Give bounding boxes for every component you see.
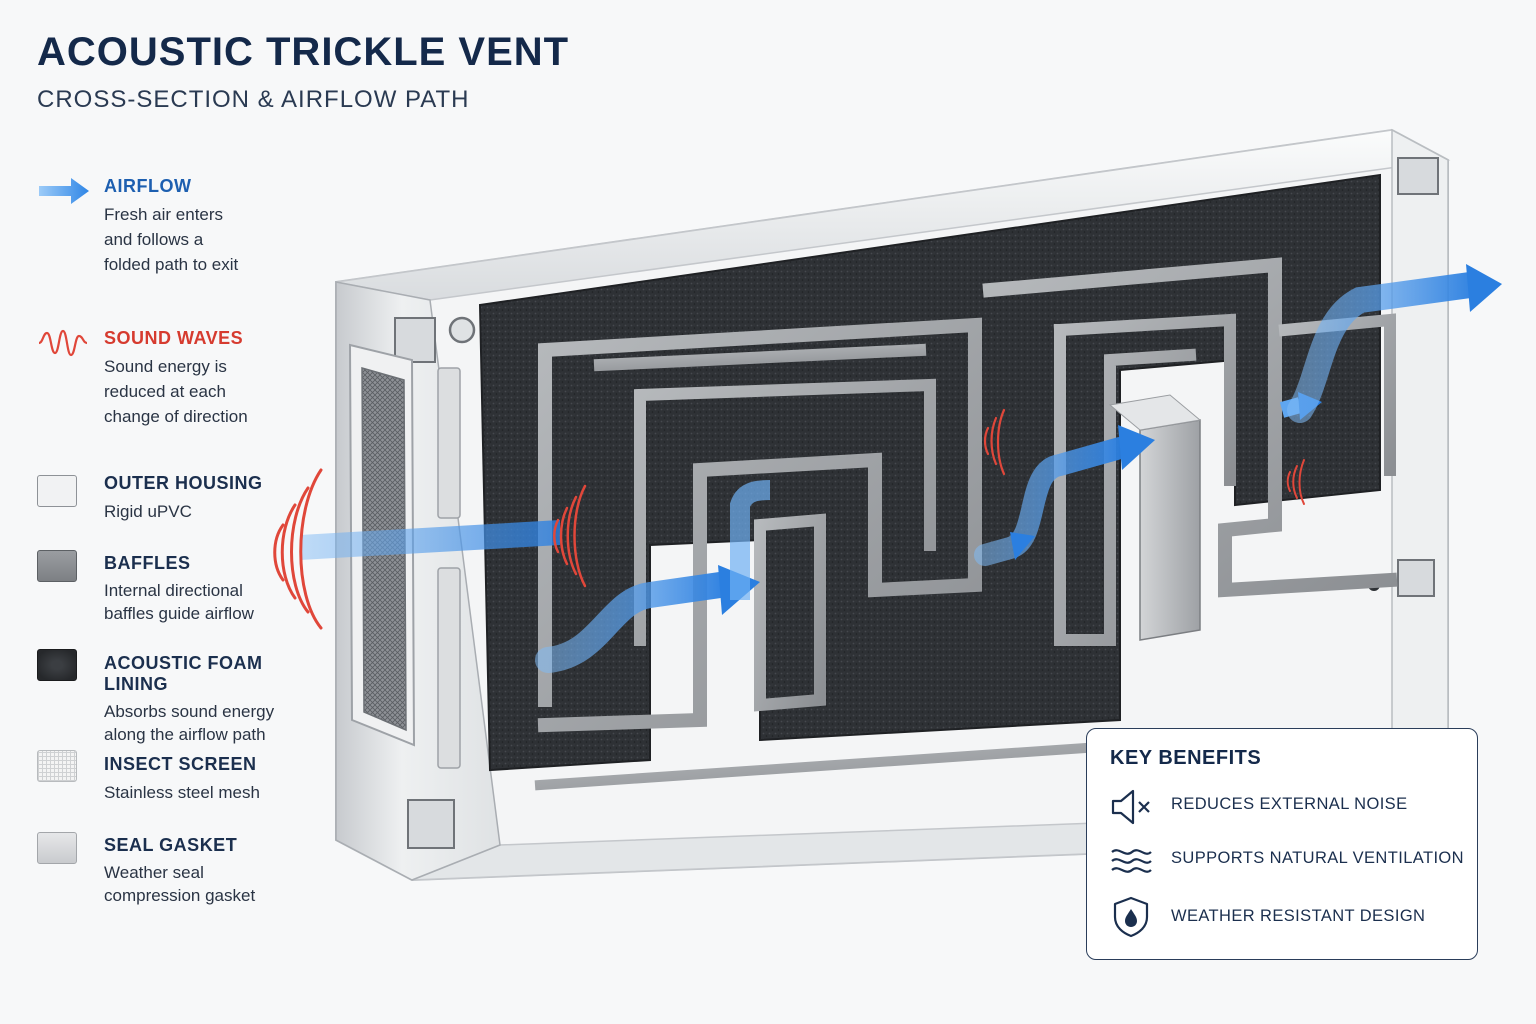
legend-airflow-name: AIRFLOW (104, 176, 192, 196)
legend-baffles-desc-2: baffles guide airflow (104, 604, 254, 623)
shield-drop-icon (1113, 896, 1149, 938)
seal-gasket (437, 367, 461, 769)
baffle-block (1108, 394, 1202, 641)
sound-waves (273, 408, 1305, 630)
legend-screen-name: INSECT SCREEN (104, 754, 257, 774)
legend-gasket-desc-1: Weather seal (104, 863, 204, 882)
legend-sound-desc-2: reduced at each (104, 382, 226, 401)
legend-airflow-desc-3: folded path to exit (104, 255, 239, 274)
legend-airflow-desc-2: and follows a (104, 230, 204, 249)
speaker-mute-icon (1111, 789, 1150, 825)
legend-foam-name: ACOUSTIC FOAM LINING (104, 653, 263, 694)
gasket-swatch (37, 832, 77, 864)
legend-baffles-name: BAFFLES (104, 553, 191, 573)
legend-gasket-desc-2: compression gasket (104, 886, 256, 905)
legend-baffles-desc-1: Internal directional (104, 581, 243, 600)
key-benefits-title: KEY BENEFITS (1110, 747, 1262, 769)
legend-housing-desc-1: Rigid uPVC (104, 502, 192, 521)
legend-screen-desc-1: Stainless steel mesh (104, 783, 260, 802)
legend-sound-desc-3: change of direction (104, 407, 248, 426)
benefit-label-2: SUPPORTS NATURAL VENTILATION (1171, 849, 1464, 867)
legend-foam-desc-2: along the airflow path (104, 725, 266, 744)
foam-swatch (37, 649, 77, 681)
baffles-swatch (37, 550, 77, 582)
benefit-label-3: WEATHER RESISTANT DESIGN (1171, 907, 1426, 925)
air-waves-icon (1111, 849, 1152, 873)
legend-gasket-name: SEAL GASKET (104, 835, 238, 855)
airflow-path (300, 264, 1502, 673)
benefit-reduces-noise: REDUCES EXTERNAL NOISE (1109, 787, 1469, 825)
legend-sound-desc-1: Sound energy is (104, 357, 227, 376)
benefit-label-1: REDUCES EXTERNAL NOISE (1171, 795, 1408, 813)
page-subtitle: CROSS-SECTION & AIRFLOW PATH (37, 86, 470, 113)
page-title: ACOUSTIC TRICKLE VENT (37, 30, 570, 74)
key-benefits-panel: KEY BENEFITS REDUCES EXTERNAL NOISE SUPP… (1086, 728, 1478, 960)
legend-airflow-desc-1: Fresh air enters (104, 205, 224, 224)
benefit-natural-ventilation: SUPPORTS NATURAL VENTILATION (1109, 841, 1469, 877)
housing-swatch (37, 475, 77, 507)
screen-swatch (37, 750, 77, 782)
legend-sound-name: SOUND WAVES (104, 328, 244, 348)
arrow-icon (39, 178, 89, 204)
sound-wave-icon (38, 329, 88, 357)
legend-foam-desc-1: Absorbs sound energy (104, 702, 275, 721)
benefit-weather-resistant: WEATHER RESISTANT DESIGN (1109, 896, 1469, 938)
legend-housing-name: OUTER HOUSING (104, 473, 263, 493)
